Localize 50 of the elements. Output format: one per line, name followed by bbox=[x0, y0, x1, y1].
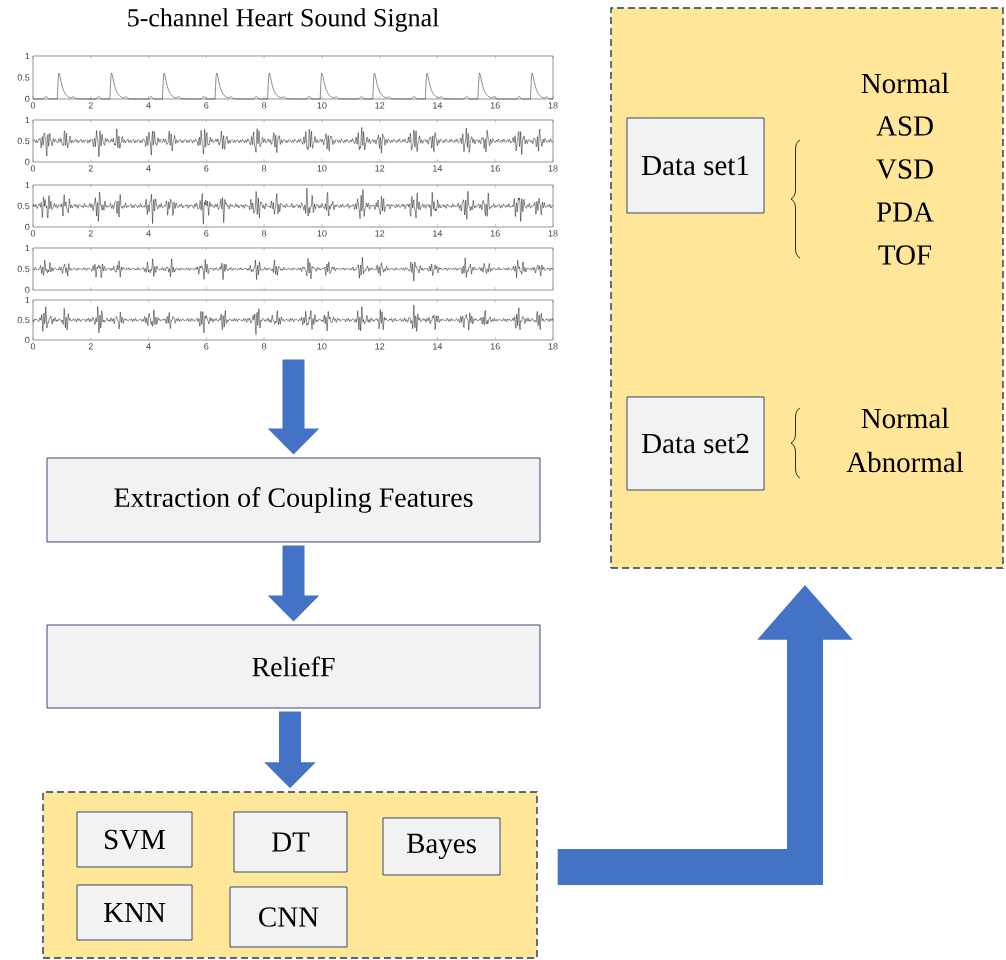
classifier-box: Bayes bbox=[382, 817, 501, 876]
tick-label: 4 bbox=[146, 230, 151, 237]
process-box: Extraction of Coupling Features bbox=[46, 457, 541, 543]
tick-label: 2 bbox=[88, 102, 93, 109]
tick-label: 14 bbox=[433, 230, 443, 237]
classifier-box: DT bbox=[233, 811, 348, 873]
tick-label: 6 bbox=[204, 165, 209, 172]
tick-label: 18 bbox=[548, 165, 558, 172]
tick-label: 6 bbox=[204, 102, 209, 109]
tick-label: 10 bbox=[317, 230, 327, 237]
classifier-box: KNN bbox=[76, 884, 193, 941]
tick-label: 8 bbox=[262, 102, 267, 109]
tick-label: 4 bbox=[146, 102, 151, 109]
tick-label: 12 bbox=[375, 165, 385, 172]
tick-label: 0 bbox=[30, 102, 36, 109]
classifier-box: CNN bbox=[229, 886, 348, 948]
class-label: Normal bbox=[861, 407, 949, 429]
tick-label: 8 bbox=[262, 230, 267, 237]
tick-label: 16 bbox=[490, 230, 500, 237]
tick-label: 18 bbox=[548, 102, 558, 109]
process-box: ReliefF bbox=[46, 624, 541, 709]
class-label: VSD bbox=[876, 159, 933, 179]
tick-label: 18 bbox=[548, 230, 558, 237]
dataset-box: Data set1 bbox=[626, 117, 765, 214]
tick-label: 0 bbox=[30, 165, 36, 172]
tick-label: 0 bbox=[30, 230, 36, 237]
class-label: TOF bbox=[878, 245, 932, 265]
tick-label: 12 bbox=[375, 102, 385, 109]
tick-label: 12 bbox=[375, 230, 385, 237]
tick-label: 4 bbox=[146, 165, 151, 172]
class-label: ASD bbox=[876, 116, 933, 136]
tick-label: 10 bbox=[317, 165, 327, 172]
tick-label: 0 bbox=[25, 336, 30, 344]
tick-label: 10 bbox=[317, 102, 327, 109]
tick-label: 2 bbox=[88, 165, 93, 172]
tick-label: 6 bbox=[204, 230, 209, 237]
tick-label: 18 bbox=[548, 343, 558, 350]
dataset-box: Data set2 bbox=[626, 396, 765, 491]
tick-label: 16 bbox=[490, 165, 500, 172]
classifier-box: SVM bbox=[76, 811, 193, 868]
tick-label: 14 bbox=[433, 165, 443, 172]
tick-label: 16 bbox=[490, 102, 500, 109]
class-label: Normal bbox=[861, 72, 949, 94]
plot-title: 5-channel Heart Sound Signal bbox=[128, 8, 439, 32]
class-label: Abnormal bbox=[846, 451, 964, 473]
tick-label: 0 bbox=[30, 343, 36, 350]
class-label: PDA bbox=[876, 202, 934, 222]
tick-label: 8 bbox=[262, 165, 267, 172]
tick-label: 14 bbox=[433, 102, 443, 109]
tick-label: 2 bbox=[88, 230, 93, 237]
